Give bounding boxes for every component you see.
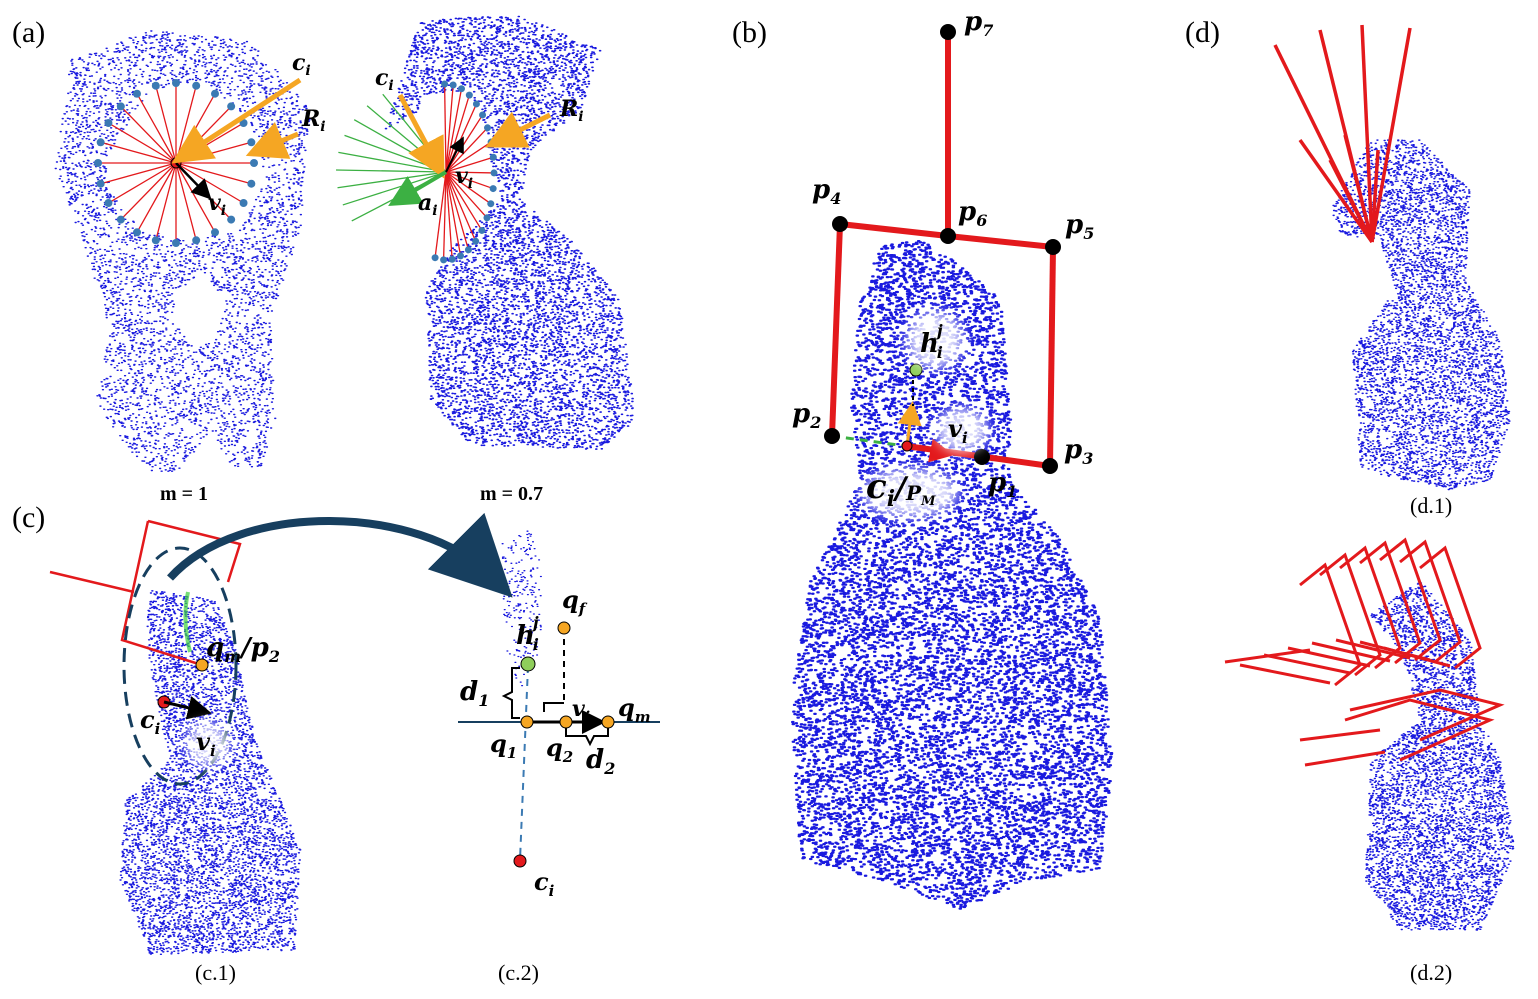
label-d1: d1	[460, 677, 489, 710]
up-direction-arrow	[897, 401, 922, 447]
d2-frames	[1224, 537, 1505, 767]
vertex-marker	[940, 24, 956, 40]
r-pointer-arrow	[245, 121, 299, 159]
right-angle-mark	[543, 702, 564, 712]
halo-v	[936, 408, 988, 452]
vertex-label: p3	[1064, 435, 1093, 468]
point-clouds	[54, 15, 1515, 956]
label-vi-c1: vi	[196, 727, 216, 760]
label-q1: q1	[490, 729, 517, 762]
vertex-label: p4	[812, 175, 841, 208]
frame-vertices: p7 p4 p6 p5 p2 p3 p1	[792, 7, 1094, 501]
halo-c	[862, 469, 958, 517]
c-pointer-arrow	[171, 77, 302, 164]
label-r: Ri	[301, 106, 326, 135]
halo-v-c1	[186, 722, 230, 766]
label-v: vi	[208, 190, 226, 219]
caption-m07: m = 0.7	[480, 483, 543, 505]
r-pointer-arrow-right	[485, 111, 552, 148]
vi-arrow-c1	[163, 696, 212, 720]
label-vi-c2: vi	[572, 696, 590, 725]
d1-brace	[501, 667, 520, 719]
label-r-right: Ri	[559, 96, 584, 125]
label-a-right: ai	[418, 190, 438, 219]
vertex-label: p1	[988, 468, 1017, 501]
vertex-marker	[1042, 458, 1058, 474]
caption-m1: m = 1	[160, 483, 208, 505]
qm-point-c2	[601, 715, 615, 729]
v-direction-arrow	[445, 136, 464, 173]
vertex-marker	[1045, 239, 1061, 255]
c1-frame	[49, 519, 242, 667]
zoom-arrow	[167, 512, 513, 598]
vertex-marker	[832, 216, 848, 232]
label-qm-p2: qm/p2	[206, 633, 280, 666]
panel-a: (a) ci Ri vi m = 1 ci Ri vi ai m = 0.7	[12, 16, 584, 505]
qf-point-marker	[557, 621, 571, 635]
vertex-label: p7	[964, 7, 993, 40]
caption-c2: (c.2)	[498, 960, 539, 985]
caption-d1: (d.1)	[1410, 493, 1452, 518]
green-slice	[183, 591, 192, 653]
label-v-right: vi	[455, 163, 473, 192]
label-v-b: vi	[948, 414, 968, 447]
panel-b-label: (b)	[732, 16, 767, 49]
vertex-label: p6	[958, 197, 987, 230]
label-d2: d2	[586, 745, 615, 778]
label-c: ci	[292, 50, 311, 79]
d1-rays	[1273, 24, 1412, 244]
vertex-marker	[940, 228, 956, 244]
d2-brace	[565, 728, 609, 747]
label-c-pm: ci/PM	[866, 467, 936, 512]
vertex-label: p2	[792, 399, 821, 432]
panel-c-label: (c)	[12, 501, 45, 534]
c-pointer-arrow-right	[397, 93, 445, 179]
q2-point-marker	[559, 715, 573, 729]
vertex-label: p5	[1065, 210, 1094, 243]
vertex-marker	[824, 428, 840, 444]
panel-d: (d) (d.1) (d.2)	[1185, 16, 1505, 985]
a-direction-arrow	[388, 170, 448, 207]
v-direction-arrow-b	[906, 438, 954, 463]
bounding-frame	[829, 32, 1056, 469]
panel-d-label: (d)	[1185, 16, 1220, 49]
label-qf: qf	[562, 585, 588, 618]
caption-c1: (c.1)	[195, 960, 236, 985]
vertex-marker	[974, 449, 990, 465]
h-point-c2	[520, 656, 536, 672]
dashed-offset-line	[831, 434, 907, 448]
panel-a-label: (a)	[12, 16, 45, 49]
halo-h	[907, 312, 963, 368]
caption-d2: (d.2)	[1410, 960, 1452, 985]
label-ci-c1: ci	[140, 705, 161, 738]
q1-point-marker	[520, 715, 534, 729]
label-qm-c2: qm	[618, 693, 651, 726]
qm-point-marker	[195, 658, 209, 672]
ci-point-c2	[513, 854, 527, 868]
zoom-ellipse	[122, 546, 238, 786]
direction-arrow	[175, 162, 212, 200]
center-point-b	[901, 440, 913, 452]
vertical-axis	[519, 665, 529, 861]
h-point-marker	[909, 363, 923, 377]
label-ci-c2: ci	[534, 867, 555, 900]
label-c-right: ci	[375, 65, 394, 94]
label-q2: q2	[546, 733, 573, 766]
